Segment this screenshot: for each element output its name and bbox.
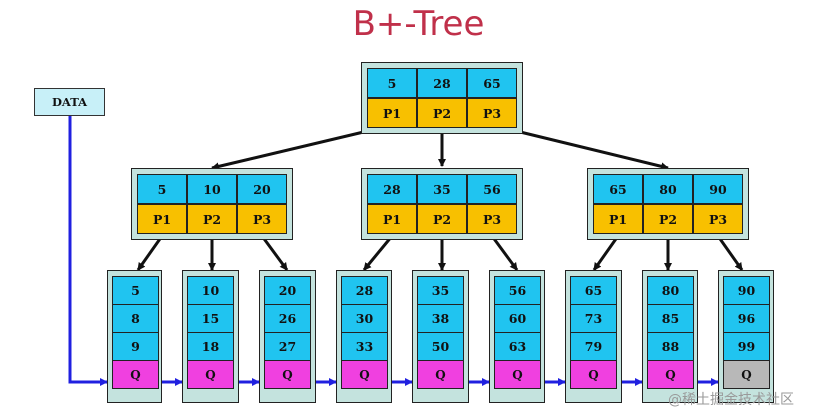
internal-2-pointer-2: P2 <box>417 204 467 234</box>
leaf-3-next-pointer: Q <box>264 360 311 389</box>
leaf-6-next-pointer: Q <box>494 360 541 389</box>
root-pointer-3: P3 <box>467 98 517 128</box>
leaf-4-next-pointer: Q <box>341 360 388 389</box>
leaf-8-key-3: 88 <box>647 332 694 361</box>
leaf-5-next-pointer: Q <box>417 360 464 389</box>
leaf-2-key-3: 18 <box>187 332 234 361</box>
internal-node-1: 5 10 20 P1 P2 P3 <box>131 168 293 240</box>
leaf-node-7: 65 73 79 Q <box>565 270 622 403</box>
edge-n2-p3 <box>490 235 519 271</box>
leaf-7-key-2: 73 <box>570 304 617 333</box>
leaf-7-key-3: 79 <box>570 332 617 361</box>
leaf-6-key-1: 56 <box>494 276 541 305</box>
root-key-2: 28 <box>417 68 467 98</box>
leaf-2-key-1: 10 <box>187 276 234 305</box>
leaf-2-next-pointer: Q <box>187 360 234 389</box>
internal-3-pointer-2: P2 <box>643 204 693 234</box>
leaf-5-key-3: 50 <box>417 332 464 361</box>
leaf-1-key-3: 9 <box>112 332 159 361</box>
leaf-4-key-2: 30 <box>341 304 388 333</box>
leaf-9-key-2: 96 <box>723 304 770 333</box>
leaf-5-key-2: 38 <box>417 304 464 333</box>
leaf-9-key-3: 99 <box>723 332 770 361</box>
leaf-8-key-2: 85 <box>647 304 694 333</box>
leaf-node-9: 90 96 99 Q <box>718 270 774 403</box>
leaf-4-key-3: 33 <box>341 332 388 361</box>
edge-n3-p3 <box>716 235 744 271</box>
leaf-node-4: 28 30 33 Q <box>336 270 392 403</box>
internal-1-key-3: 20 <box>237 174 287 204</box>
leaf-node-1: 5 8 9 Q <box>107 270 162 403</box>
internal-2-pointer-1: P1 <box>367 204 417 234</box>
edge-data-to-first-leaf <box>68 116 108 386</box>
leaf-node-5: 35 38 50 Q <box>412 270 469 403</box>
root-pointer-2: P2 <box>417 98 467 128</box>
leaf-6-key-3: 63 <box>494 332 541 361</box>
internal-2-key-2: 35 <box>417 174 467 204</box>
leaf-3-key-3: 27 <box>264 332 311 361</box>
edge-root-p3 <box>511 128 669 171</box>
edge-n1-p1 <box>136 235 164 271</box>
internal-3-key-3: 90 <box>693 174 743 204</box>
diagram-title: B+-Tree <box>352 4 485 44</box>
leaf-5-key-1: 35 <box>417 276 464 305</box>
root-key-3: 65 <box>467 68 517 98</box>
internal-1-key-2: 10 <box>187 174 237 204</box>
leaf-node-8: 80 85 88 Q <box>642 270 698 403</box>
leaf-1-next-pointer: Q <box>112 360 159 389</box>
edge-root-p1 <box>211 128 373 171</box>
leaf-6-key-2: 60 <box>494 304 541 333</box>
leaf-9-key-1: 90 <box>723 276 770 305</box>
leaf-node-3: 20 26 27 Q <box>259 270 316 403</box>
leaf-node-2: 10 15 18 Q <box>182 270 239 403</box>
root-pointer-1: P1 <box>367 98 417 128</box>
root-key-1: 5 <box>367 68 417 98</box>
leaf-2-key-2: 15 <box>187 304 234 333</box>
leaf-9-next-pointer: Q <box>723 360 770 389</box>
internal-2-key-1: 28 <box>367 174 417 204</box>
edge-n1-p3 <box>260 235 289 271</box>
leaf-3-key-2: 26 <box>264 304 311 333</box>
internal-2-pointer-3: P3 <box>467 204 517 234</box>
watermark: @稀土掘金技术社区 <box>668 392 794 408</box>
internal-3-key-2: 80 <box>643 174 693 204</box>
edge-n2-p1 <box>362 235 394 271</box>
leaf-4-key-1: 28 <box>341 276 388 305</box>
internal-node-3: 65 80 90 P1 P2 P3 <box>587 168 749 240</box>
internal-node-2: 28 35 56 P1 P2 P3 <box>361 168 523 240</box>
internal-3-key-1: 65 <box>593 174 643 204</box>
leaf-8-next-pointer: Q <box>647 360 694 389</box>
internal-1-key-1: 5 <box>137 174 187 204</box>
leaf-3-key-1: 20 <box>264 276 311 305</box>
leaf-1-key-1: 5 <box>112 276 159 305</box>
internal-1-pointer-3: P3 <box>237 204 287 234</box>
internal-3-pointer-3: P3 <box>693 204 743 234</box>
internal-1-pointer-2: P2 <box>187 204 237 234</box>
leaf-node-6: 56 60 63 Q <box>489 270 545 403</box>
leaf-7-key-1: 65 <box>570 276 617 305</box>
internal-3-pointer-1: P1 <box>593 204 643 234</box>
leaf-1-key-2: 8 <box>112 304 159 333</box>
data-entry-box: DATA <box>34 88 105 116</box>
leaf-7-next-pointer: Q <box>570 360 617 389</box>
edge-n3-p1 <box>592 235 620 271</box>
internal-2-key-3: 56 <box>467 174 517 204</box>
internal-1-pointer-1: P1 <box>137 204 187 234</box>
root-node: 5 28 65 P1 P2 P3 <box>361 62 523 134</box>
leaf-8-key-1: 80 <box>647 276 694 305</box>
